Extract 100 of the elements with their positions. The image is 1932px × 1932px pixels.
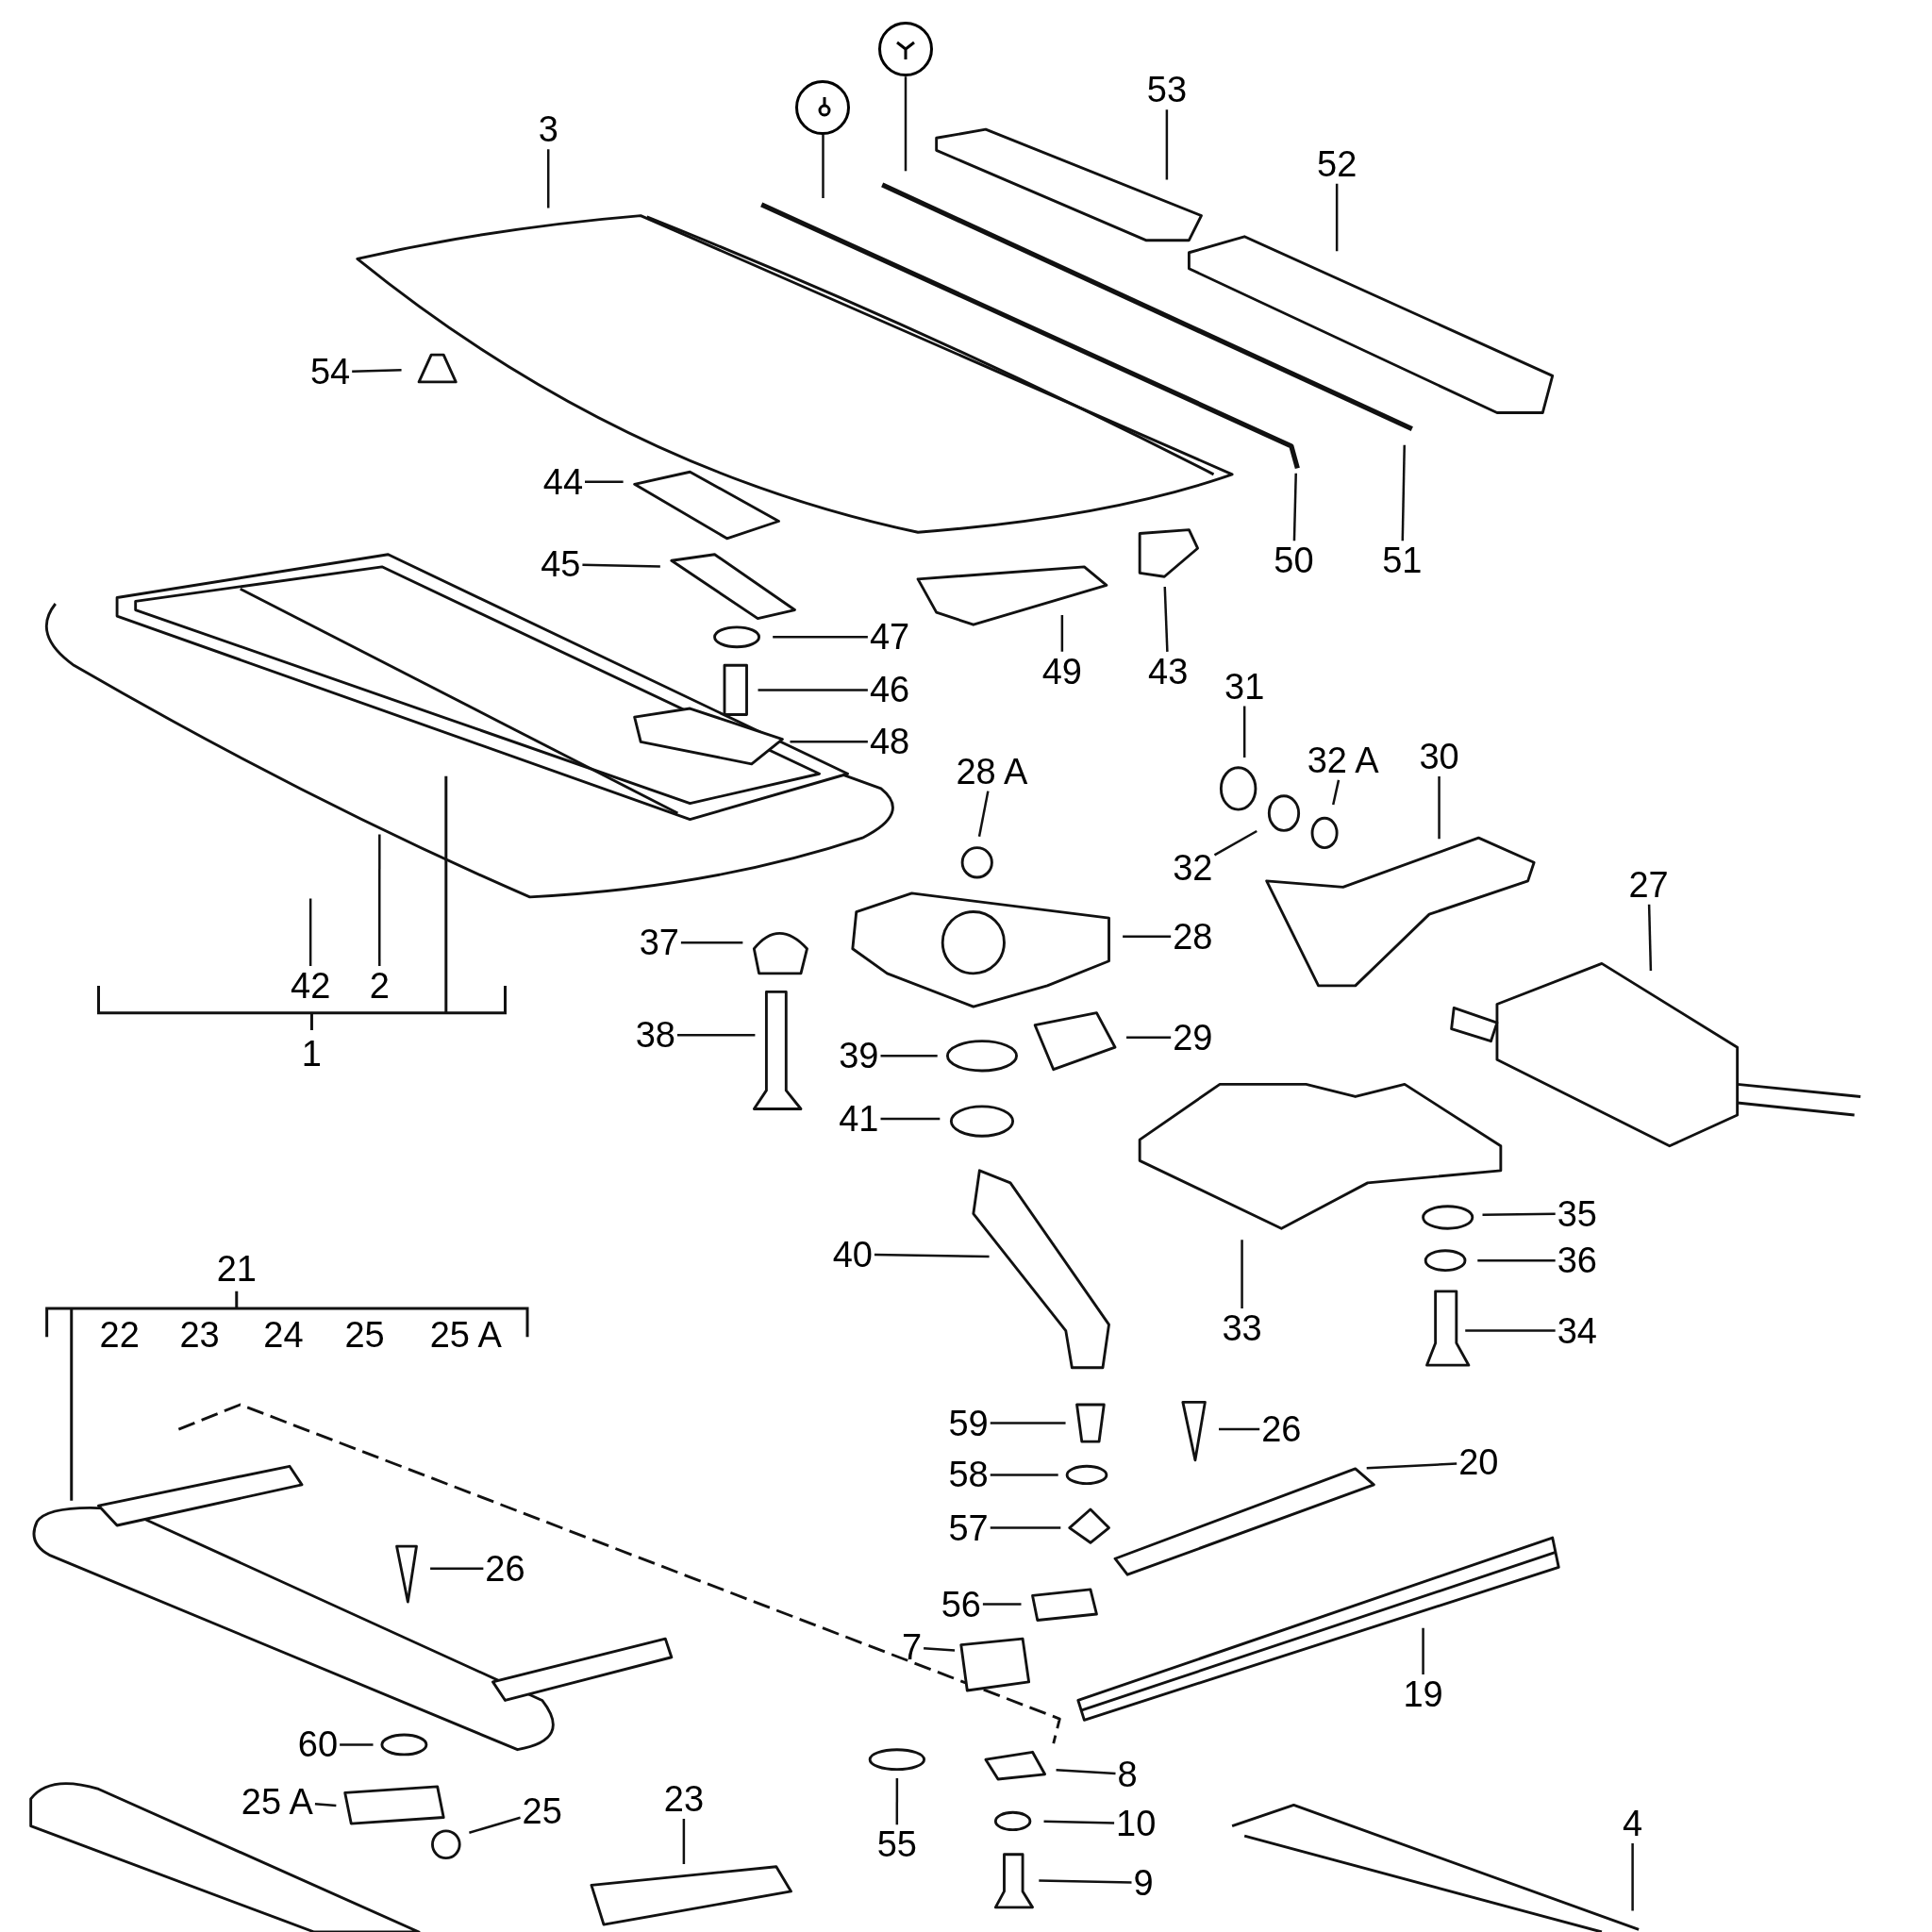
callout-number: 54	[308, 352, 353, 392]
callout-number: 48	[867, 722, 912, 762]
leader-line	[904, 76, 908, 172]
leader-line	[874, 1253, 990, 1258]
callout-number: 3	[536, 109, 560, 150]
callout-number: 29	[1171, 1017, 1215, 1058]
callout-number: 58	[946, 1455, 991, 1495]
leader-line	[308, 898, 312, 966]
leader-line	[430, 1567, 484, 1570]
leader-line	[680, 941, 743, 944]
callout-number: 19	[1401, 1674, 1445, 1714]
leader-line	[1477, 1258, 1556, 1262]
callout-number: 56	[939, 1584, 983, 1624]
callout-number: 9	[1131, 1862, 1156, 1903]
callout-number: 32 A	[1305, 740, 1381, 780]
leader-line	[1401, 444, 1406, 541]
leader-line	[1039, 1879, 1132, 1884]
leader-line	[990, 1474, 1058, 1476]
leader-line	[977, 791, 990, 838]
callout-number: 26	[1259, 1409, 1304, 1450]
leader-line	[378, 834, 381, 966]
callout-number: 25	[344, 1316, 385, 1353]
callout-number: 28	[1171, 916, 1215, 957]
callout-number: 47	[867, 617, 912, 658]
callout-number: 1	[301, 1035, 322, 1072]
callout-number: 10	[1114, 1804, 1158, 1844]
callout-number: 43	[1146, 651, 1191, 691]
callout-number: 52	[1315, 143, 1359, 184]
callout-number: 49	[1040, 651, 1084, 691]
leader-line	[822, 134, 824, 199]
leader-line	[1422, 1627, 1424, 1674]
leader-line	[1126, 1036, 1172, 1039]
leader-line	[1165, 109, 1169, 180]
leader-line	[1438, 775, 1441, 840]
callout-number: 33	[1220, 1308, 1264, 1348]
leader-line	[880, 1117, 941, 1121]
callout-number: 40	[830, 1234, 874, 1274]
leader-line	[990, 1422, 1066, 1424]
callout-number: 45	[539, 544, 583, 585]
callout-number: 25 A	[429, 1316, 502, 1353]
leader-line	[582, 563, 660, 568]
leader-line	[1242, 706, 1246, 758]
leader-line	[1241, 1240, 1243, 1308]
callout-number: 22	[99, 1316, 140, 1353]
callout-number: 46	[867, 670, 912, 710]
leader-line	[924, 1646, 956, 1652]
callout-number: 39	[837, 1036, 881, 1076]
callout-number: 32	[1171, 847, 1215, 888]
callout-number: 4	[1621, 1804, 1645, 1844]
callout-number: 55	[874, 1824, 919, 1865]
leader-line	[990, 1526, 1061, 1529]
leader-line	[1335, 183, 1339, 252]
callout-number: 37	[637, 923, 681, 963]
leader-line	[1465, 1329, 1556, 1332]
callout-number: 31	[1223, 666, 1267, 707]
callout-number: 21	[216, 1251, 257, 1288]
callout-number: 36	[1555, 1241, 1599, 1281]
callout-number: 25 A	[239, 1781, 315, 1822]
leader-line	[1482, 1212, 1556, 1216]
callout-number: 34	[1555, 1310, 1599, 1351]
callout-number: 60	[295, 1724, 341, 1765]
callout-number: 42	[289, 965, 333, 1006]
leader-line	[790, 741, 868, 743]
callout-number: 57	[946, 1507, 991, 1548]
leader-line	[1292, 473, 1297, 541]
leader-line	[1056, 1769, 1116, 1775]
leader-line	[895, 1777, 899, 1825]
callout-number: 59	[946, 1403, 991, 1443]
callout-number: 28 A	[954, 751, 1030, 791]
leader-line	[469, 1816, 521, 1834]
callout-number: 7	[899, 1627, 924, 1668]
callout-number: 25	[520, 1791, 564, 1831]
leader-line	[546, 149, 550, 208]
callout-number: 24	[263, 1316, 304, 1353]
leader-line	[1163, 586, 1169, 652]
leader-line	[1366, 1462, 1457, 1470]
callout-number: 53	[1144, 70, 1190, 110]
callout-number: 20	[1457, 1442, 1501, 1483]
callout-number: 35	[1555, 1193, 1599, 1234]
leader-line	[314, 1803, 337, 1807]
callout-number: 26	[483, 1548, 527, 1589]
leader-line	[1043, 1820, 1115, 1824]
callout-number: 2	[367, 965, 391, 1006]
leader-line	[1060, 615, 1064, 652]
callout-number: 51	[1380, 541, 1424, 581]
callout-number: 44	[541, 461, 586, 502]
callout-number: 8	[1115, 1754, 1140, 1794]
leader-line	[340, 1743, 374, 1746]
leader-line	[1631, 1843, 1634, 1911]
leader-line	[982, 1603, 1022, 1606]
leader-line	[773, 636, 868, 639]
leader-line	[1647, 904, 1653, 971]
callout-number: 41	[837, 1098, 881, 1139]
callout-number: 23	[179, 1316, 220, 1353]
leader-line	[1219, 1427, 1260, 1431]
leader-line	[585, 480, 624, 483]
callout-number: 23	[661, 1778, 707, 1819]
leader-line	[1123, 935, 1172, 938]
callout-number: 30	[1417, 736, 1461, 776]
leader-line	[352, 368, 402, 373]
